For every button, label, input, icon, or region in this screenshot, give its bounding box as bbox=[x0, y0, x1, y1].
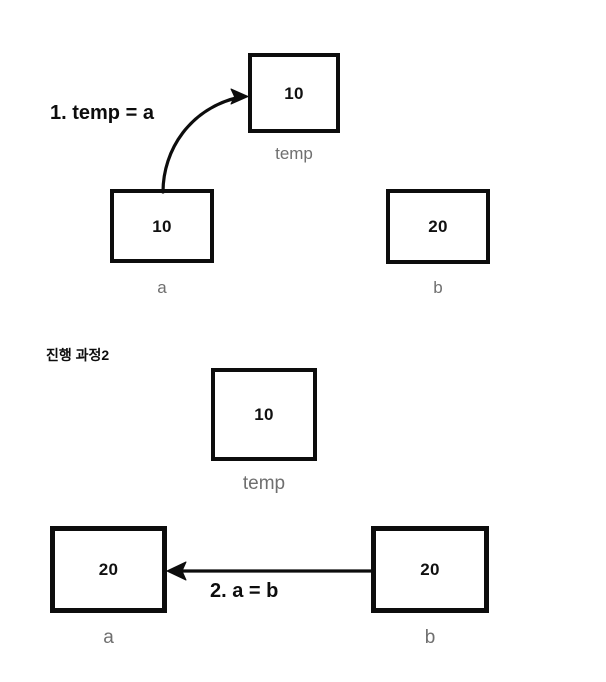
variable-label-a-step2: a bbox=[103, 627, 114, 648]
memory-box-value: 10 bbox=[284, 83, 304, 103]
memory-box-value: 10 bbox=[254, 405, 274, 424]
memory-box-temp-step2: 10 bbox=[211, 368, 317, 461]
variable-label-temp-step1: temp bbox=[275, 144, 313, 163]
variable-label-b-step2: b bbox=[424, 627, 436, 648]
step-label-1: 1. temp = a bbox=[50, 102, 154, 124]
memory-box-a-step1: 10 bbox=[110, 189, 214, 263]
straight-arrow-icon bbox=[166, 561, 371, 581]
curved-arrow-icon bbox=[161, 88, 249, 194]
memory-box-temp-step1: 10 bbox=[248, 53, 340, 133]
step-label-2: 2. a = b bbox=[210, 580, 279, 602]
variable-label-b-step1: b bbox=[433, 278, 443, 297]
memory-box-value: 10 bbox=[152, 216, 172, 236]
variable-label-temp-step2: temp bbox=[242, 473, 286, 494]
memory-box-a-step2: 20 bbox=[50, 526, 167, 613]
memory-box-value: 20 bbox=[428, 217, 448, 236]
variable-label-a-step1: a bbox=[157, 278, 167, 297]
memory-box-value: 20 bbox=[98, 560, 119, 579]
memory-box-value: 20 bbox=[420, 560, 440, 579]
memory-box-b-step1: 20 bbox=[386, 189, 490, 264]
section-heading-step2: 진행 과정2 bbox=[46, 347, 110, 363]
memory-box-b-step2: 20 bbox=[371, 526, 489, 613]
